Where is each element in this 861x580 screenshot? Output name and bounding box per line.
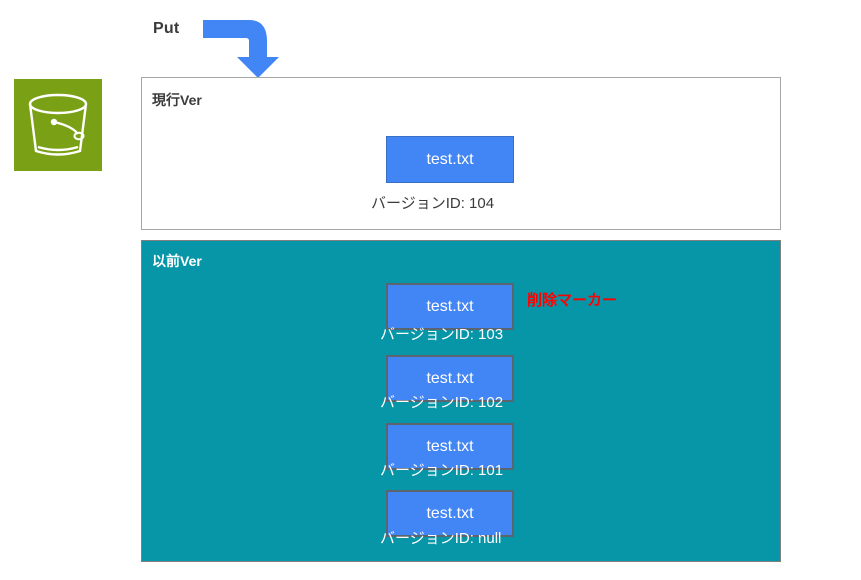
object-name: test.txt: [426, 369, 474, 387]
object-box-102[interactable]: test.txt: [386, 355, 514, 402]
version-caption-102: バージョンID: 102: [380, 394, 504, 411]
current-version-title: 現行Ver: [152, 92, 202, 108]
curved-down-arrow-icon: [203, 17, 283, 79]
object-box-103[interactable]: test.txt: [386, 283, 514, 330]
delete-marker-label: 削除マーカー: [527, 292, 618, 309]
version-caption-101: バージョンID: 101: [380, 462, 504, 479]
version-caption-null: バージョンID: null: [380, 530, 502, 547]
bucket-glyph: [28, 93, 88, 156]
object-name: test.txt: [426, 150, 474, 168]
previous-versions-title: 以前Ver: [152, 253, 202, 269]
put-action-label: Put: [153, 20, 180, 37]
version-caption-103: バージョンID: 103: [380, 326, 504, 343]
previous-versions-panel: 以前Ver test.txt 削除マーカー バージョンID: 103 test.…: [141, 240, 781, 562]
object-box-null[interactable]: test.txt: [386, 490, 514, 537]
object-name: test.txt: [426, 504, 474, 522]
version-caption-104: バージョンID: 104: [371, 195, 495, 212]
object-box-104[interactable]: test.txt: [386, 136, 514, 183]
object-name: test.txt: [426, 437, 474, 455]
current-version-panel: 現行Ver test.txt バージョンID: 104: [141, 77, 781, 230]
s3-bucket-icon: [14, 79, 102, 171]
object-name: test.txt: [426, 297, 474, 315]
object-box-101[interactable]: test.txt: [386, 423, 514, 470]
